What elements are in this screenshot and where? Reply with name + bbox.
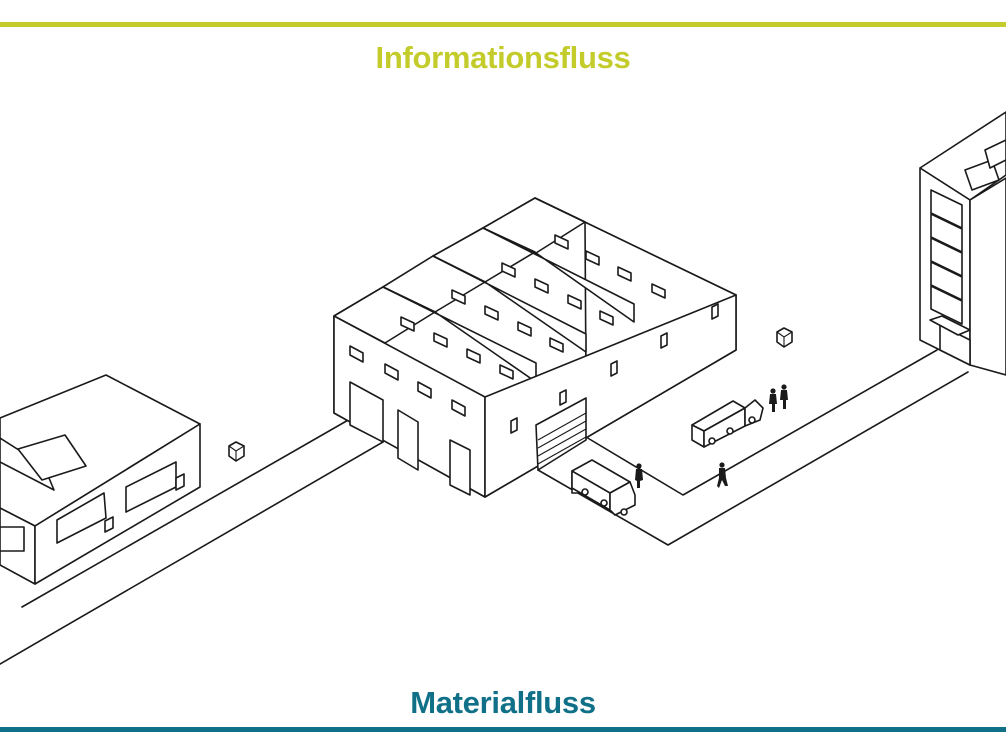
person-icon bbox=[717, 462, 728, 488]
road-right bbox=[537, 349, 969, 546]
road-left bbox=[0, 418, 384, 665]
information-flow-title: Informationsfluss bbox=[375, 40, 631, 75]
person-icon bbox=[780, 384, 788, 409]
truck-icon bbox=[691, 399, 764, 448]
person-icon bbox=[769, 388, 777, 412]
material-flow-bar bbox=[0, 727, 1006, 732]
office-building bbox=[0, 374, 201, 585]
factory-building bbox=[333, 197, 737, 498]
package-icon bbox=[228, 441, 245, 462]
material-flow-title: Materialfluss bbox=[410, 685, 596, 720]
truck-icon bbox=[571, 459, 636, 516]
person-icon bbox=[635, 463, 643, 488]
information-flow-bar bbox=[0, 22, 1006, 27]
office-tower bbox=[919, 111, 1006, 376]
package-icon bbox=[776, 327, 793, 348]
